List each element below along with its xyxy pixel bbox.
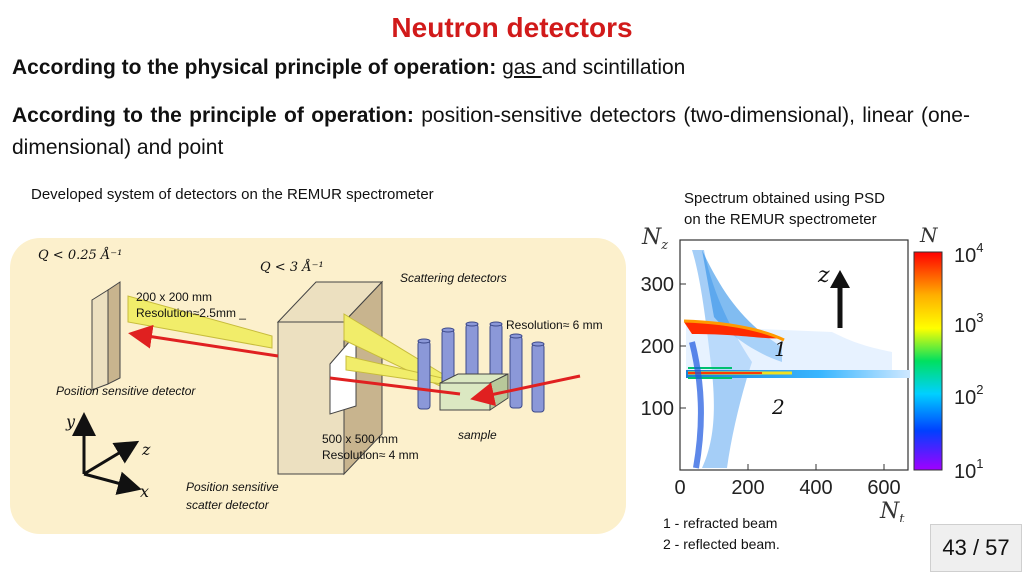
q-mid-label: Q < 3 Å⁻¹ [260,260,324,275]
z-marker-label: z [817,263,830,288]
x-tick-200: 200 [731,477,764,499]
tube-resolution: Resolution≈ 6 mm [506,318,603,332]
y-tick-100: 100 [641,398,674,420]
curve-2-label: 2 [771,395,785,419]
y-tick-300: 300 [641,274,674,296]
sample-label: sample [458,428,497,442]
curve-1-label: 1 [774,337,787,361]
axis-x-label: x [140,482,150,501]
x-tick-600: 600 [867,477,900,499]
y-axis-title: Nz [641,225,668,253]
scattering-detectors-label: Scattering detectors [400,271,507,285]
incident-beam [470,374,581,407]
colorbar-tick-1e2: 102 [954,382,983,409]
plot-ticks [679,283,885,470]
psd-resolution: Resolution≈2.5mm _ [136,306,246,320]
psd-label: Position sensitive detector [56,384,196,398]
beam-cone-small [127,295,273,349]
small-psd [91,281,121,391]
classification-physical: According to the physical principle of o… [12,56,686,79]
colorbar-tick-1e3: 103 [954,310,983,337]
scatter-detector-label-2: scatter detector [186,498,269,512]
psd-size: 200 x 200 mm [136,290,213,304]
diagram-drawing [72,280,581,495]
y-tick-200: 200 [641,336,674,358]
z-marker-arrowhead [830,270,850,288]
legend-item-refracted: 1 - refracted beam [663,515,778,531]
detector-diagram: Q < 0.25 Å⁻¹ Q < 3 Å⁻¹ 200 x 200 mm Reso… [10,238,626,534]
slide-title: Neutron detectors [391,12,633,43]
colorbar-tick-1e1: 101 [954,456,983,483]
x-axis-title: Nt [879,499,905,522]
classification-operation: According to the principle of operation:… [12,104,970,159]
q-left-label: Q < 0.25 Å⁻¹ [38,248,123,263]
page-number: 43 / 57 [930,524,1022,572]
x-tick-0: 0 [674,477,685,499]
colorbar-tick-1e4: 104 [954,240,983,267]
scattering-detector-tubes [417,321,545,413]
intensity-map [683,250,910,469]
big-psd-size: 500 x 500 mm [322,432,399,446]
legend-item-reflected: 2 - reflected beam. [663,536,780,552]
colorbar-title: N [919,223,939,247]
spectrum-caption: Spectrum obtained using PSD on the REMUR… [684,190,885,228]
spectrum-plot: 300 200 100 0 200 400 600 Nz Nt z 1 2 N … [641,223,984,522]
curve-legend: 1 - refracted beam 2 - reflected beam. [663,513,780,555]
coordinate-axes [72,412,142,495]
colorbar [913,251,943,471]
axis-z-label: z [142,440,151,459]
scatter-detector-label-1: Position sensitive [186,480,279,494]
developed-system-caption: Developed system of detectors on the REM… [31,186,434,203]
scattered-beam [329,376,461,396]
axis-y-label: y [66,412,76,431]
gas-term: gas [502,56,542,79]
big-psd-resolution: Resolution≈ 4 mm [322,448,419,462]
x-tick-400: 400 [799,477,832,499]
reflected-beam-arrow [128,324,279,358]
